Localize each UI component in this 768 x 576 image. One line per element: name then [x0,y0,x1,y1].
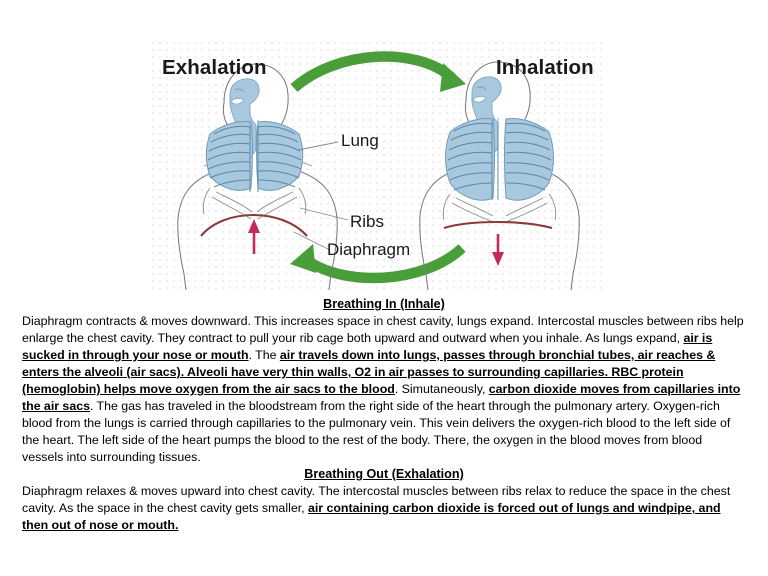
inhale-emphasis-2: air travels down into lungs, passes thro… [22,348,716,396]
diagram-label-ribs: Ribs [350,212,385,231]
exhalation-figure [177,63,349,291]
diagram-svg [177,51,580,291]
bottom-arc-icon [290,244,466,284]
inhale-emphasis-3: carbon dioxide moves from capillaries in… [22,382,741,413]
lungs-inhalation [445,118,554,201]
inhale-text-1: Diaphragm contracts & moves downward. Th… [22,314,744,345]
ribs-exhalation [207,125,302,192]
leader-line-ribs [299,207,349,221]
arrow-down-icon [492,234,504,266]
inhale-text-3: . Simutaneously, [394,382,489,396]
exhale-emphasis-1: air containing carbon dioxide is forced … [22,501,721,532]
heading-breathing-out: Breathing Out (Exhalation) [304,467,464,481]
inhale-text-2: . The [248,348,280,362]
diagram-label-diaphragm: Diaphragm [327,240,411,259]
heading-breathing-in: Breathing In (Inhale) [323,297,445,311]
inhale-emphasis-1: air is sucked in through your nose or mo… [22,331,713,362]
leader-line-lung [297,141,339,151]
diagram-title-inhalation: Inhalation [496,56,594,79]
inhale-text-4: . The gas has traveled in the bloodstrea… [22,399,731,464]
paragraph-exhale: Diaphragm relaxes & moves upward into ch… [22,483,746,534]
document-body: Breathing In (Inhale) Diaphragm contract… [0,296,768,534]
ribs-inhalation [447,122,552,200]
breathing-cycle-diagram: Exhalation Inhalation Lung Ribs Diaphrag… [152,42,604,292]
top-arc-icon [290,51,466,93]
paragraph-inhale: Diaphragm contracts & moves downward. Th… [22,313,746,466]
diaphragm-line-exhalation [200,213,308,237]
arrow-up-icon [248,219,260,254]
inhalation-figure [419,61,580,291]
diaphragm-line-inhalation [443,220,553,230]
exhale-text-1: Diaphragm relaxes & moves upward into ch… [22,484,731,515]
diagram-title-exhalation: Exhalation [162,56,267,79]
diagram-label-lung: Lung [341,131,379,150]
leader-line-diaphragm [293,231,331,251]
